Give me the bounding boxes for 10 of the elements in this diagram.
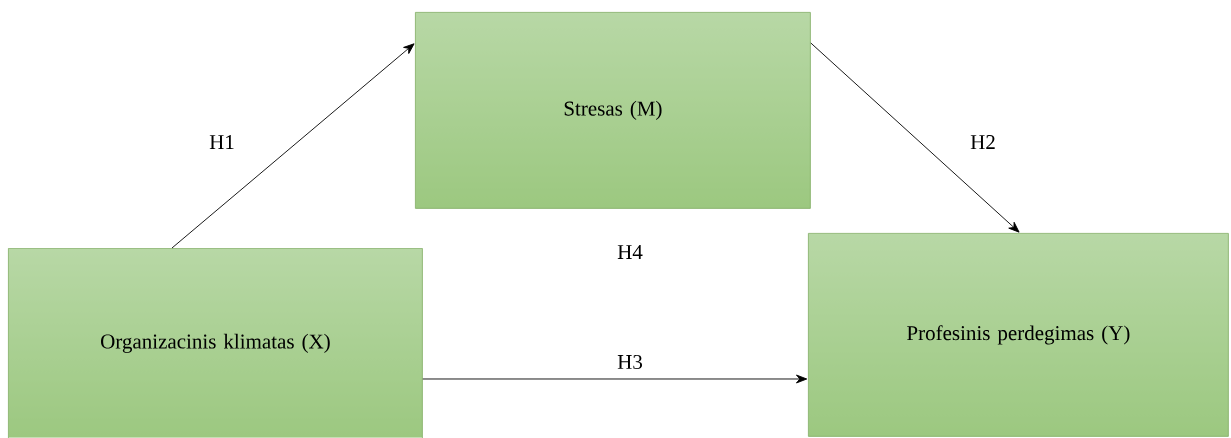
hypothesis-label: H4 — [617, 245, 643, 259]
edge-label: H2 — [968, 133, 998, 151]
edge-label: H1 — [207, 133, 237, 151]
edge-label: H3 — [615, 352, 645, 372]
arrow — [810, 42, 1020, 233]
variable-box: Stresas (M) — [415, 12, 811, 209]
variable-box: Organizacinis klimatas (X) — [8, 248, 423, 438]
arrow — [422, 374, 808, 384]
arrow — [171, 43, 415, 249]
variable-box: Profesinis perdegimas (Y) — [808, 233, 1229, 437]
